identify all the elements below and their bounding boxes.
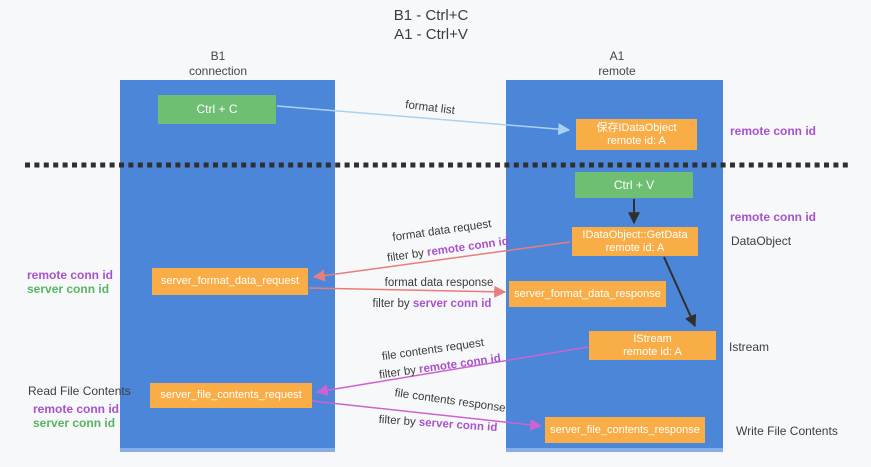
node-save-dataobject-subtitle: remote id: A	[607, 134, 666, 147]
annotation-istream: Istream	[729, 340, 770, 354]
annotation-remote-conn-id-1: remote conn id	[730, 124, 817, 138]
filter-server-conn-id: server conn id	[412, 298, 492, 310]
lane-b1-role: connection	[188, 64, 248, 78]
annotation-left-server-conn-id-1: server conn id	[27, 282, 110, 296]
node-istream-title: IStream	[633, 332, 672, 345]
annotation-read-file-contents: Read File Contents	[28, 384, 131, 398]
title-line-2: A1 - Ctrl+V	[394, 26, 468, 43]
annotation-write-file-contents: Write File Contents	[736, 424, 838, 438]
annotation-dataobject: DataObject	[731, 234, 792, 248]
filter-prefix: filter by	[378, 363, 420, 382]
annotation-left-server-conn-id-2: server conn id	[33, 416, 116, 430]
flow-label-format-list: format list	[404, 99, 456, 117]
flow-label-filter-server-1: filter by server conn id	[373, 298, 492, 310]
annotation-left-remote-conn-id-1: remote conn id	[27, 268, 114, 282]
filter-prefix: filter by	[378, 413, 420, 429]
node-getdata-subtitle: remote id: A	[605, 241, 665, 254]
filter-server-conn-id: server conn id	[418, 416, 498, 435]
filter-remote-conn-id: remote conn id	[426, 235, 510, 259]
node-server-format-data-request: server_format_data_request	[152, 268, 308, 295]
lane-a1-name: A1	[609, 49, 625, 63]
title-line-1: B1 - Ctrl+C	[393, 7, 469, 24]
filter-prefix: filter by	[372, 298, 413, 310]
lane-a1-role: remote	[598, 64, 636, 78]
annotation-left-remote-conn-id-2: remote conn id	[33, 402, 120, 416]
lane-header-a1: A1 remote	[557, 49, 677, 79]
node-getdata: IDataObject::GetData remote id: A	[572, 227, 698, 256]
flow-label-filter-server-2: filter by server conn id	[378, 414, 497, 434]
node-save-dataobject: 保存IDataObject remote id: A	[576, 119, 697, 150]
filter-prefix: filter by	[386, 246, 428, 265]
node-server-file-contents-request: server_file_contents_request	[150, 383, 312, 408]
lane-b1-name: B1	[210, 49, 226, 63]
node-ctrl-v: Ctrl + V	[575, 172, 693, 198]
node-server-file-contents-response: server_file_contents_response	[545, 417, 705, 443]
diagram-title: B1 - Ctrl+C A1 - Ctrl+V	[331, 6, 531, 44]
flow-label-format-data-response: format data response	[384, 277, 494, 289]
annotation-remote-conn-id-2: remote conn id	[730, 210, 817, 224]
node-save-dataobject-title: 保存IDataObject	[596, 121, 677, 134]
node-server-format-data-response: server_format_data_response	[509, 281, 666, 307]
lane-header-b1: B1 connection	[158, 49, 278, 79]
node-getdata-title: IDataObject::GetData	[582, 228, 688, 241]
node-ctrl-c: Ctrl + C	[158, 95, 276, 124]
node-istream: IStream remote id: A	[589, 331, 716, 360]
node-istream-subtitle: remote id: A	[623, 345, 682, 358]
flow-label-file-contents-response: file contents response	[393, 387, 507, 415]
